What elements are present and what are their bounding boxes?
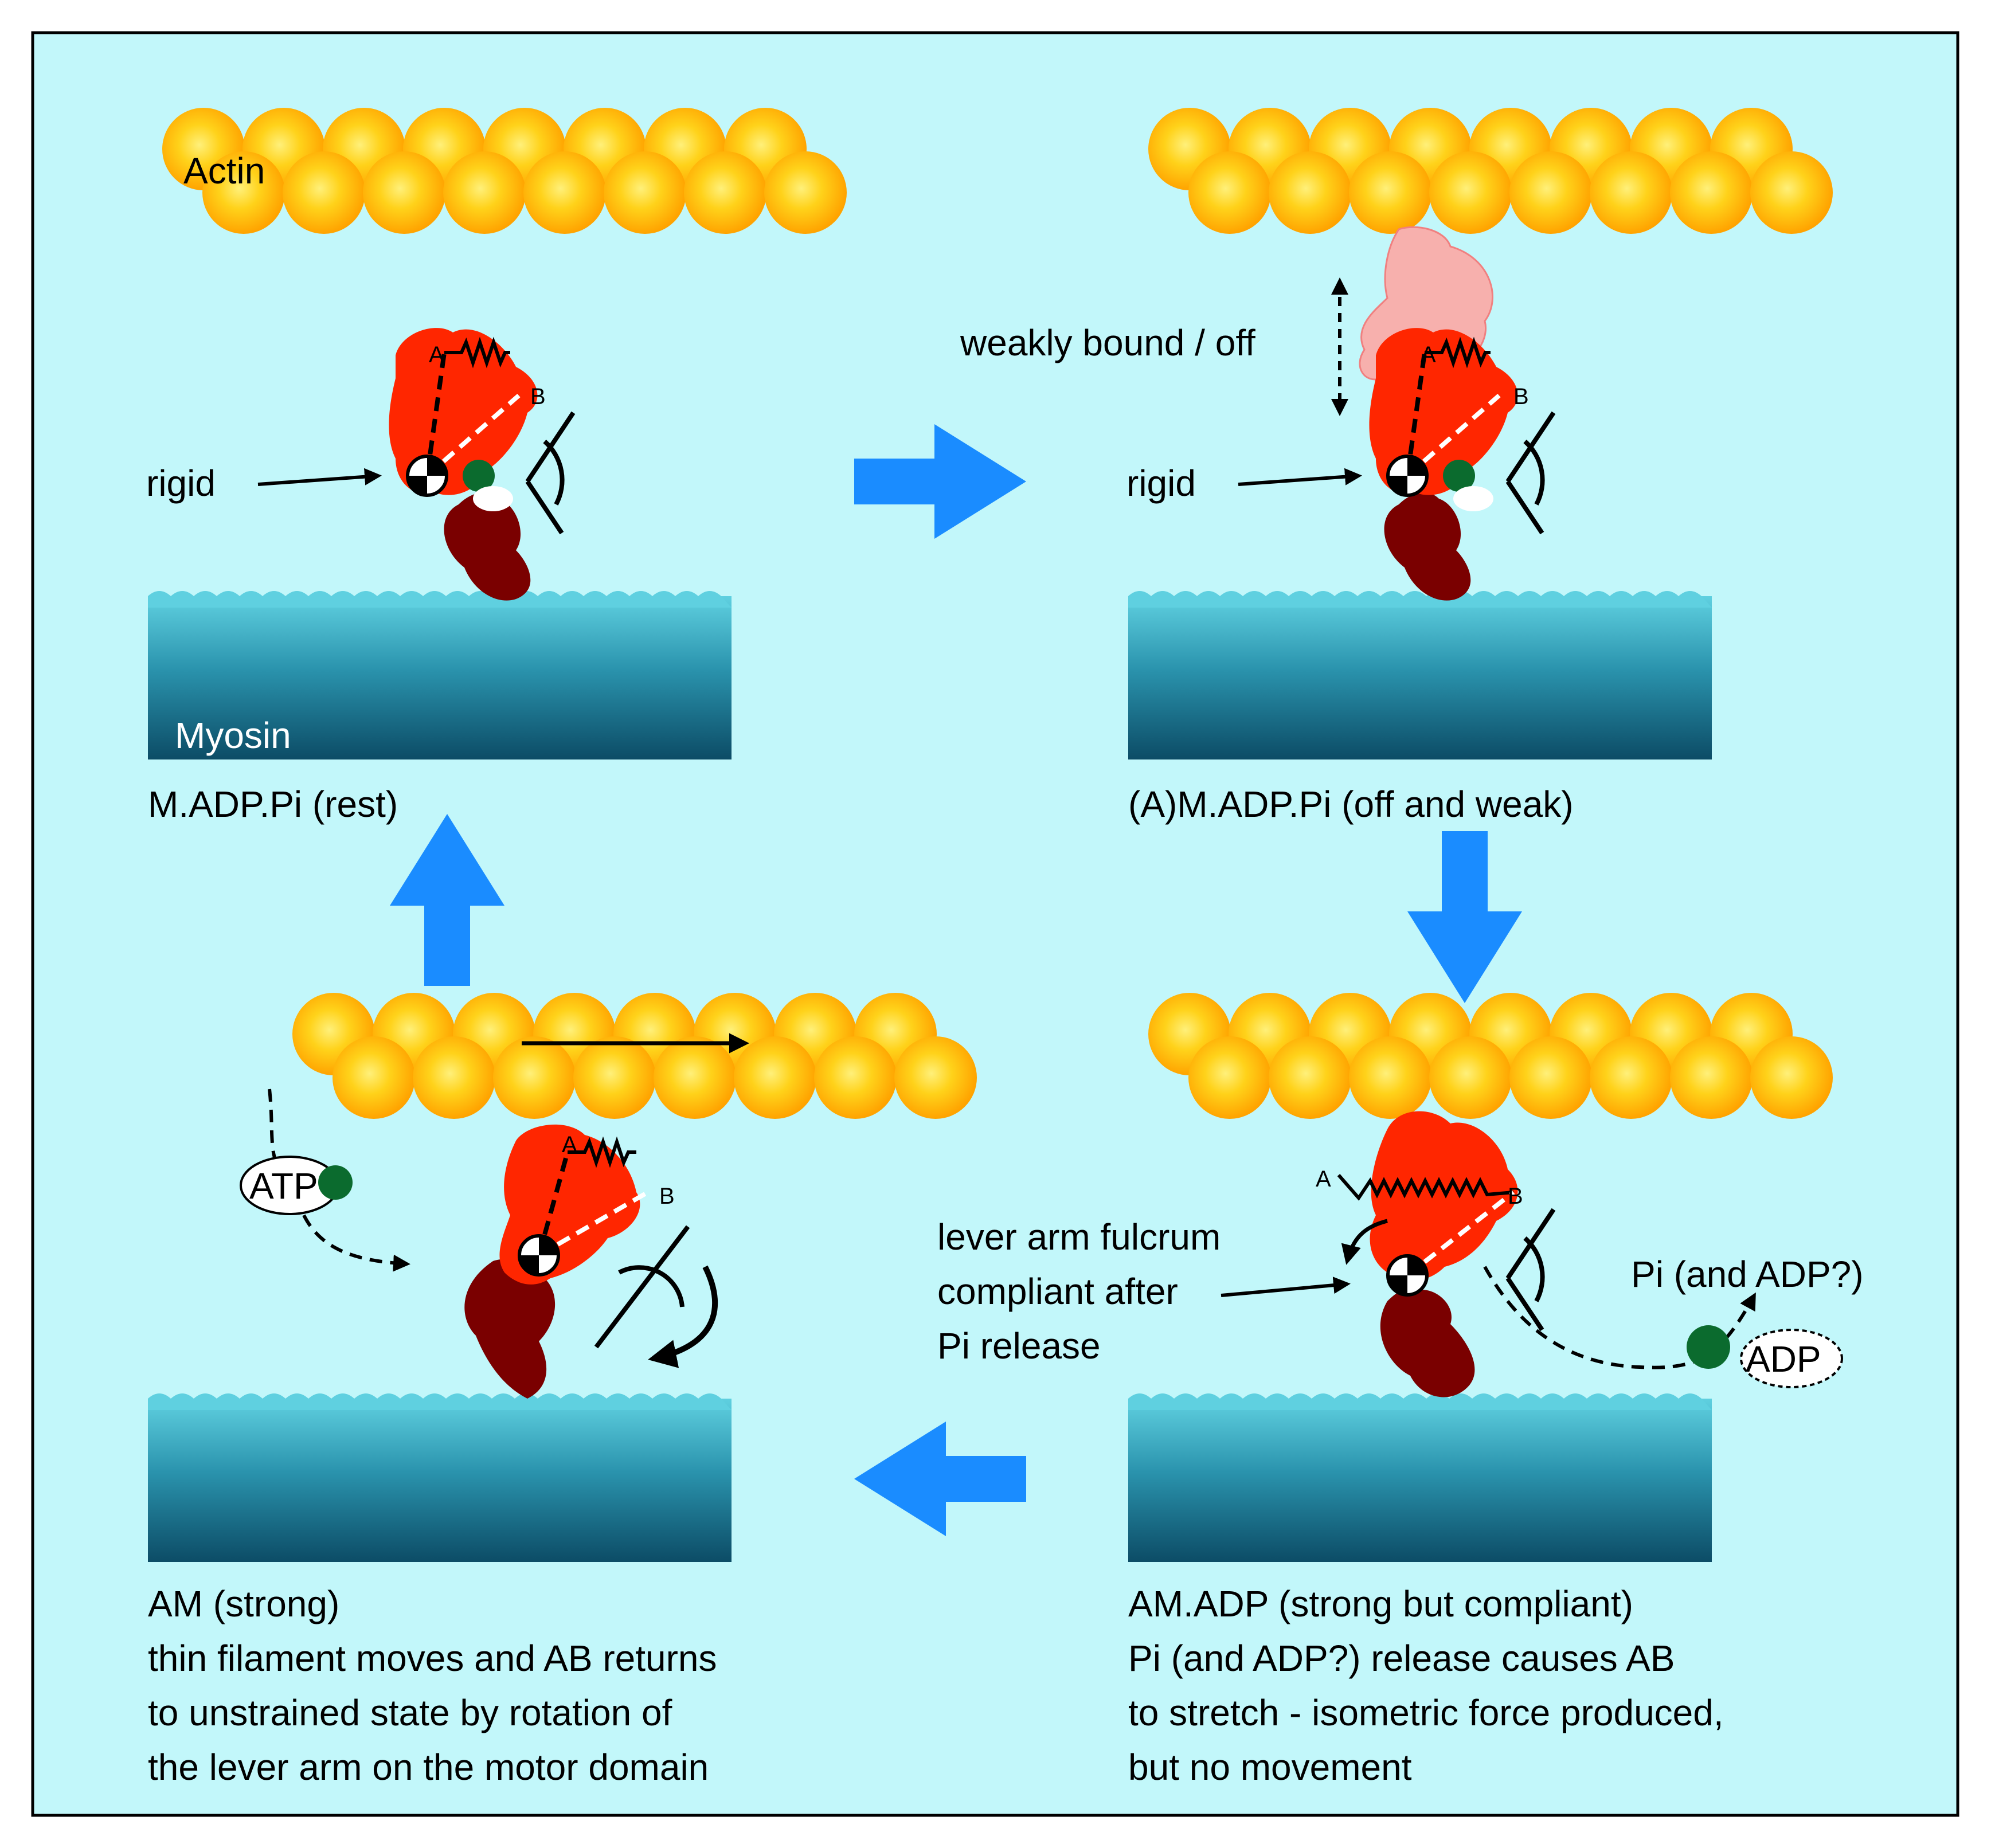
actin-monomer bbox=[1750, 151, 1833, 234]
adp-label: ADP bbox=[1746, 1338, 1821, 1380]
atp-label: ATP bbox=[249, 1165, 318, 1207]
point-a-label: A bbox=[1316, 1166, 1331, 1192]
myosin-head-compliant bbox=[1370, 1111, 1518, 1397]
myosin-label: Myosin bbox=[175, 715, 291, 756]
point-b-label: B bbox=[1513, 384, 1529, 409]
angle-symbol-strong bbox=[594, 1225, 690, 1349]
actin-monomer bbox=[734, 1036, 816, 1119]
green-phosphate bbox=[1443, 460, 1475, 492]
description-strong-line-2: to unstrained state by rotation of bbox=[148, 1692, 672, 1733]
actin-monomer bbox=[493, 1036, 576, 1119]
point-b-label: B bbox=[530, 384, 546, 409]
flow-arrow-left bbox=[854, 1422, 1026, 1536]
flow-arrow-down bbox=[1407, 831, 1522, 1003]
angle-symbol-rest bbox=[525, 411, 576, 535]
actin-filament-bottom-left bbox=[292, 993, 977, 1119]
actin-monomer bbox=[684, 151, 766, 234]
actin-monomer bbox=[523, 151, 606, 234]
actin-monomer bbox=[202, 151, 285, 234]
fulcrum-label-line-1: lever arm fulcrum bbox=[937, 1216, 1221, 1258]
actin-monomer bbox=[1349, 151, 1431, 234]
actin-label: Actin bbox=[183, 150, 265, 191]
rigid-label-weak: rigid bbox=[1126, 463, 1196, 504]
state-label-compliant: AM.ADP (strong but compliant) bbox=[1128, 1583, 1633, 1624]
point-a-label: A bbox=[562, 1132, 577, 1157]
myosin-head-weak bbox=[1369, 328, 1518, 601]
actin-monomer bbox=[1269, 151, 1351, 234]
actin-monomer bbox=[1670, 151, 1753, 234]
description-strong-line-1: thin filament moves and AB returns bbox=[148, 1638, 717, 1679]
actin-monomer bbox=[1188, 1036, 1271, 1119]
actin-monomer bbox=[573, 1036, 656, 1119]
actin-monomer bbox=[1429, 151, 1512, 234]
actin-monomer bbox=[333, 1036, 415, 1119]
atp-phosphate bbox=[318, 1165, 353, 1200]
pi-release-path bbox=[1483, 1266, 1756, 1369]
actin-monomer bbox=[413, 1036, 495, 1119]
point-b-label: B bbox=[1508, 1184, 1523, 1209]
pi-release-label: Pi (and ADP?) bbox=[1631, 1254, 1864, 1295]
description-compliant-line-1: Pi (and ADP?) release causes AB bbox=[1128, 1638, 1675, 1679]
actin-filament-top-right bbox=[1148, 108, 1833, 234]
angle-symbol-compliant bbox=[1505, 1208, 1556, 1332]
actin-monomer bbox=[1590, 1036, 1672, 1119]
flow-arrow-right bbox=[854, 424, 1026, 539]
actin-monomer bbox=[1670, 1036, 1753, 1119]
actin-monomer bbox=[1509, 1036, 1592, 1119]
myosin-filament-top-right bbox=[1128, 591, 1712, 759]
actin-monomer bbox=[654, 1036, 736, 1119]
adp-ellipse bbox=[1740, 1329, 1843, 1388]
point-a-label: A bbox=[1421, 342, 1436, 367]
description-compliant-line-3: but no movement bbox=[1128, 1747, 1412, 1788]
fulcrum-label-line-3: Pi release bbox=[937, 1325, 1101, 1367]
rigid-label-rest: rigid bbox=[146, 463, 216, 504]
state-label-weak: (A)M.ADP.Pi (off and weak) bbox=[1128, 784, 1574, 825]
point-a-label: A bbox=[429, 342, 444, 367]
state-label-rest: M.ADP.Pi (rest) bbox=[148, 784, 398, 825]
actin-monomer bbox=[764, 151, 847, 234]
myosin-filament-top-left bbox=[148, 591, 732, 759]
flow-arrow-up bbox=[390, 814, 504, 986]
actin-monomer bbox=[1590, 151, 1672, 234]
actin-monomer bbox=[1429, 1036, 1512, 1119]
actin-monomer bbox=[1750, 1036, 1833, 1119]
state-label-strong: AM (strong) bbox=[148, 1583, 339, 1624]
fulcrum-label-line-2: compliant after bbox=[937, 1271, 1178, 1312]
weakly-bound-label: weakly bound / off bbox=[960, 322, 1255, 363]
actin-monomer bbox=[283, 151, 365, 234]
angle-symbol-weak bbox=[1505, 411, 1556, 535]
myosin-filament-bottom-left bbox=[148, 1393, 732, 1562]
actin-monomer bbox=[363, 151, 445, 234]
green-phosphate bbox=[463, 460, 495, 492]
rotation-arrow bbox=[648, 1265, 718, 1368]
description-strong-line-3: the lever arm on the motor domain bbox=[148, 1747, 709, 1788]
actin-monomer bbox=[1349, 1036, 1431, 1119]
actin-monomer bbox=[894, 1036, 977, 1119]
point-b-label: B bbox=[659, 1184, 675, 1209]
actin-monomer bbox=[604, 151, 686, 234]
actin-monomer bbox=[1509, 151, 1592, 234]
actin-monomer bbox=[1188, 151, 1271, 234]
actin-filament-top-left bbox=[162, 108, 847, 234]
myosin-head-rest bbox=[389, 328, 538, 601]
myosin-filament-bottom-right bbox=[1128, 1393, 1712, 1562]
actin-monomer bbox=[1269, 1036, 1351, 1119]
actin-monomer bbox=[814, 1036, 897, 1119]
description-compliant-line-2: to stretch - isometric force produced, bbox=[1128, 1692, 1724, 1733]
actin-monomer bbox=[443, 151, 526, 234]
actin-filament-bottom-right bbox=[1148, 993, 1833, 1119]
released-phosphate bbox=[1687, 1325, 1730, 1369]
